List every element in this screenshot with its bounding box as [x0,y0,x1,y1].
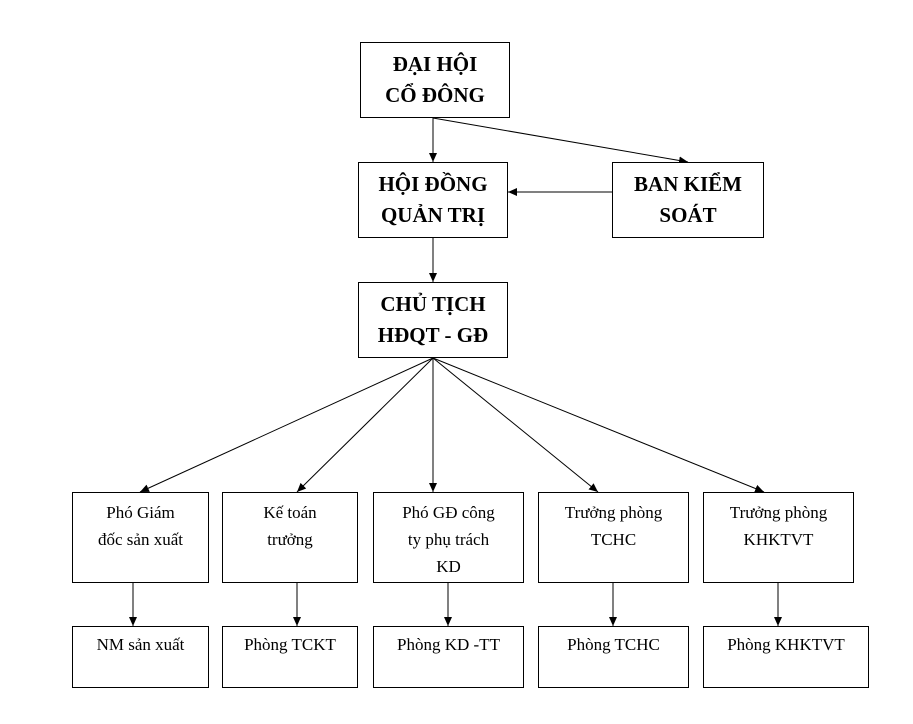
node-label-line: đốc sản xuất [98,530,183,549]
node-label-line: SOÁT [659,203,717,227]
node-label-line: Phó GĐ công [402,503,495,522]
node-label-line: CỔ ĐÔNG [385,83,485,107]
node-phong-khktvt: Phòng KHKTVT [703,626,869,688]
arrow-chu_tich-to-pho_giam_doc_sx [139,357,434,493]
node-label-line: Trưởng phòng [729,503,828,522]
arrow-chu_tich-to-truong_phong_khktvt [432,357,765,493]
node-pho-giam-doc-san-xuat: Phó Giám đốc sản xuất [72,492,209,583]
node-label-line: TCHC [590,530,637,549]
node-label-line: HĐQT - GĐ [377,323,489,347]
node-label-line: Kế toán [263,503,317,522]
node-phong-kd-tt: Phòng KD -TT [373,626,524,688]
node-label-line: KHKTVT [743,530,814,549]
node-label-line: BAN KIỂM [634,172,742,196]
node-truong-phong-tchc: Trưởng phòng TCHC [538,492,689,583]
node-label-line: CHỦ TỊCH [380,292,486,316]
node-label: Phòng TCKT [244,635,336,654]
node-ke-toan-truong: Kế toán trưởng [222,492,358,583]
arrow-dai_hoi_co_dong-to-ban_kiem_soat [432,117,689,165]
node-label: Phòng TCHC [567,635,660,654]
arrow-chu_tich-to-ke_toan_truong [296,357,434,493]
node-label: Phòng KHKTVT [727,635,845,654]
node-chu-tich: CHỦ TỊCH HĐQT - GĐ [358,282,508,358]
node-dai-hoi-co-dong: ĐẠI HỘI CỔ ĐÔNG [360,42,510,118]
node-label-line: ty phụ trách [407,530,490,549]
node-pho-gd-kinh-doanh: Phó GĐ công ty phụ trách KD [373,492,524,583]
node-label-line: HỘI ĐỒNG [378,172,488,196]
node-label: NM sản xuất [96,635,185,654]
node-label-line: trưởng [267,530,313,549]
node-label-line: QUẢN TRỊ [380,203,486,227]
arrow-chu_tich-to-truong_phong_tchc [432,357,599,493]
node-phong-tchc: Phòng TCHC [538,626,689,688]
node-phong-tckt: Phòng TCKT [222,626,358,688]
node-nm-san-xuat: NM sản xuất [72,626,209,688]
node-label-line: ĐẠI HỘI [392,52,478,76]
node-hoi-dong-quan-tri: HỘI ĐỒNG QUẢN TRỊ [358,162,508,238]
node-truong-phong-khktvt: Trưởng phòng KHKTVT [703,492,854,583]
node-label-line: Phó Giám [106,503,175,522]
node-ban-kiem-soat: BAN KIỂM SOÁT [612,162,764,238]
node-label-line: KD [436,557,461,576]
node-label: Phòng KD -TT [397,635,500,654]
node-label-line: Trưởng phòng [564,503,663,522]
